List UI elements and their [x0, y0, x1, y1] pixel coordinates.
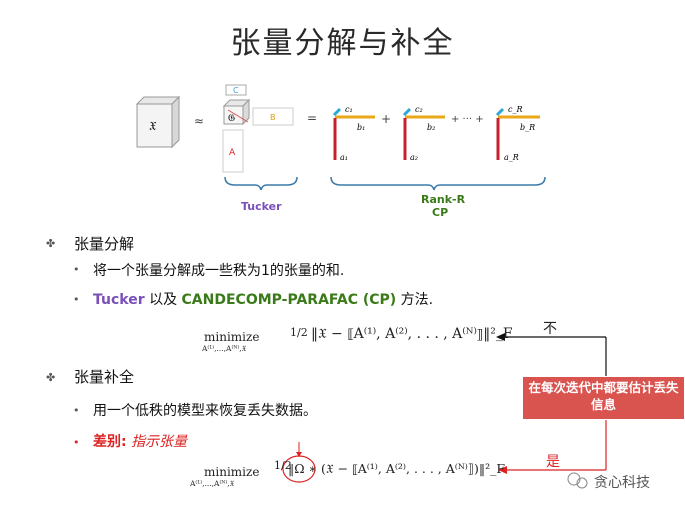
equals-sign: = [307, 111, 317, 125]
section1-item1: 将一个张量分解成一些秩为1的张量的和. [93, 263, 345, 279]
arrow-left-icon [496, 333, 505, 341]
approx-sign: ≈ [194, 114, 204, 128]
rank-r-label: Rank-R [421, 193, 466, 206]
tucker-label: Tucker [241, 200, 282, 213]
factor-b-box [252, 107, 294, 126]
core-tensor: 𝔊 [222, 98, 251, 126]
svg-text:c_R: c_R [508, 105, 523, 114]
bullet-icon: • [73, 263, 80, 276]
formula1-body: ‖𝔛 − ⟦A⁽¹⁾, A⁽²⁾, . . . , A⁽ᴺ⁾⟧‖²_F [311, 326, 513, 342]
core-label: 𝔊 [228, 113, 235, 124]
svg-text:b₁: b₁ [357, 123, 365, 132]
svg-text:a₂: a₂ [410, 153, 418, 162]
bullet-icon: • [73, 293, 80, 306]
factor-a-box [222, 129, 244, 173]
formula1-min: minimize [204, 330, 260, 344]
section-bullet-icon: ✤ [46, 237, 56, 250]
wechat-icon [567, 472, 581, 486]
factor-b-label: B [270, 113, 276, 122]
plus-dots: + ··· + [451, 114, 484, 125]
formula2-min: minimize [204, 465, 260, 479]
section2-heading: 张量补全 [74, 368, 135, 386]
formula1-sub: A⁽¹⁾,...,A⁽ᴺ⁾,𝔛 [202, 344, 247, 353]
svg-text:c₂: c₂ [415, 105, 423, 114]
plus-sign: + [381, 112, 391, 126]
arrow-left-red-icon [498, 466, 507, 474]
svg-text:b_R: b_R [520, 123, 535, 132]
yes-label: 是 [546, 454, 560, 470]
bullet-icon: • [73, 436, 80, 449]
section-bullet-icon: ✤ [46, 371, 56, 384]
no-label: 不 [543, 321, 557, 337]
arrow-down-icon [296, 452, 302, 457]
rank1-component-1: c₁ b₁ a₁ [332, 105, 375, 162]
watermark: 贪心科技 [594, 475, 650, 491]
formula2-body: ‖Ω ∗ (𝔛 − ⟦A⁽¹⁾, A⁽²⁾, . . . , A⁽ᴺ⁾⟧)‖²_… [288, 461, 506, 476]
svg-text:b₂: b₂ [427, 123, 435, 132]
section1-heading: 张量分解 [74, 235, 135, 253]
formula2-frac: 1/2 [274, 459, 292, 472]
rank1-component-2: c₂ b₂ a₂ [402, 105, 445, 162]
page-title: 张量分解与补全 [230, 26, 455, 61]
factor-c-box [225, 84, 247, 96]
formula2-sub: A⁽¹⁾,...,A⁽ᴺ⁾,𝔛 [190, 479, 235, 488]
factor-c-label: C [233, 86, 239, 95]
estimate-missing-box: 在每次迭代中都要估计丢失信息 [523, 377, 684, 419]
rank1-component-r: c_R b_R a_R [495, 105, 540, 162]
tucker-brace [224, 176, 298, 191]
factor-a-label: A [229, 148, 236, 158]
bullet-icon: • [73, 404, 80, 417]
svg-text:a₁: a₁ [340, 153, 348, 162]
tensor-x-cube: 𝔛 [135, 95, 181, 149]
cp-brace [330, 176, 546, 191]
tensor-x-label: 𝔛 [149, 119, 157, 133]
section2-item2: 差别: 指示张量 [93, 434, 188, 450]
svg-text:c₁: c₁ [345, 105, 353, 114]
section2-item1: 用一个低秩的模型来恢复丢失数据。 [93, 403, 317, 419]
cp-label: CP [432, 206, 448, 219]
svg-text:a_R: a_R [504, 153, 519, 162]
formula1-frac: 1/2 [290, 326, 308, 339]
section1-item2: Tucker 以及 CANDECOMP-PARAFAC (CP) 方法. [93, 292, 434, 308]
